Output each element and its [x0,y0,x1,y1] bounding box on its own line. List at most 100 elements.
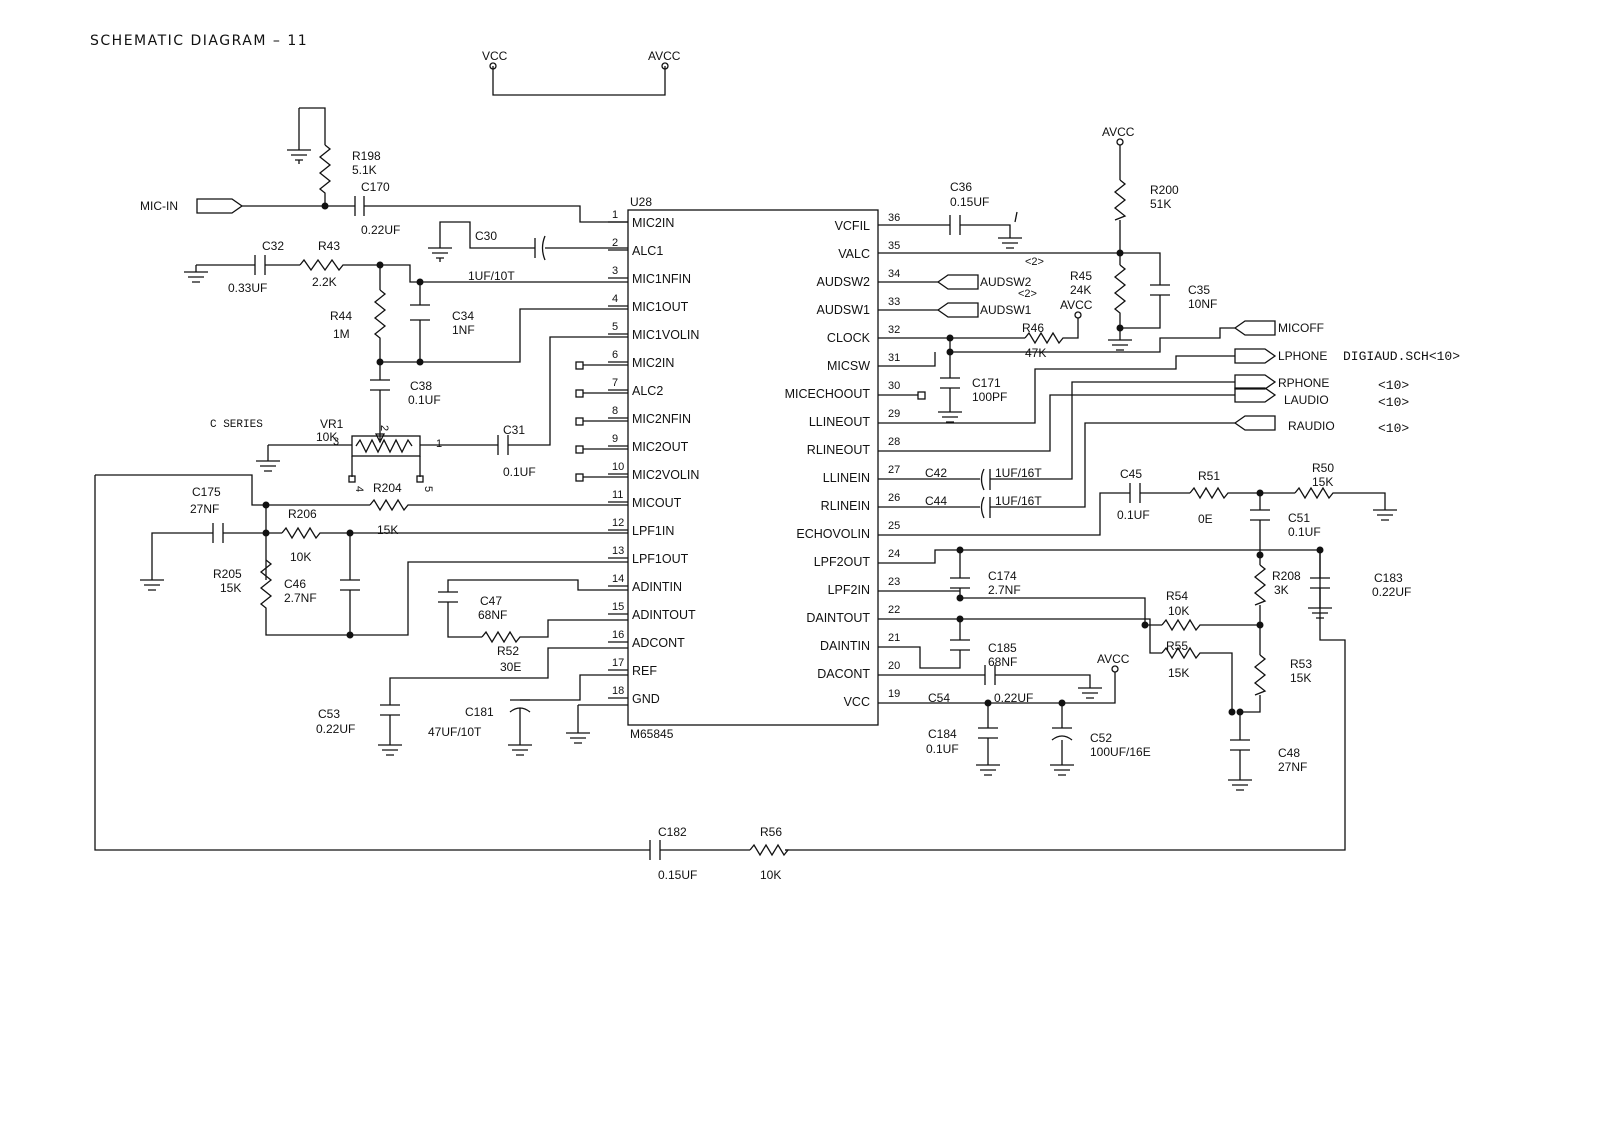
svg-text:0.1UF: 0.1UF [408,393,441,407]
svg-text:0.1UF: 0.1UF [1288,525,1321,539]
power-avcc-top: AVCC [648,49,681,70]
svg-text:27NF: 27NF [190,502,219,516]
capacitor-c42: C42 1UF/16T [925,466,1042,491]
pin-name: MIC2VOLIN [632,468,699,482]
svg-text:C47: C47 [480,594,502,608]
svg-text:30E: 30E [500,660,521,674]
ic-ref: U28 [630,195,652,209]
wires [94,66,1386,851]
connector-lphone: LPHONE DIGIAUD.SCH<10> [1234,348,1460,364]
svg-text:C185: C185 [988,641,1017,655]
pin-name: LPF1OUT [632,552,689,566]
pin-name: DACONT [817,667,870,681]
svg-text:DIGIAUD.SCH<10>: DIGIAUD.SCH<10> [1343,349,1460,364]
connector-laudio: LAUDIO <10> [1234,387,1409,410]
svg-text:0.1UF: 0.1UF [503,465,536,479]
svg-text:<10>: <10> [1378,378,1409,393]
svg-text:C181: C181 [465,705,494,719]
capacitor-c38: C38 0.1UF [370,379,441,407]
pin-name: ADCONT [632,636,685,650]
svg-text:0.15UF: 0.15UF [950,195,989,209]
svg-text:3: 3 [333,436,339,448]
page-title: SCHEMATIC DIAGRAM – 11 [90,33,308,49]
svg-text:C52: C52 [1090,731,1112,745]
ic-part: M65845 [630,727,674,741]
pin-number: 3 [612,265,618,277]
pin-number: 6 [612,349,618,361]
pin-name: CLOCK [827,331,871,345]
capacitor-c46: C46 2.7NF [284,577,360,605]
pin-number: 18 [612,685,624,697]
pin-number: 7 [612,377,618,389]
pin-number: 29 [888,408,900,420]
ic-right-pins: 36VCFIL35VALC34AUDSW233AUDSW132CLOCK31MI… [785,212,901,709]
svg-text:LPHONE: LPHONE [1278,349,1327,363]
svg-text:2.7NF: 2.7NF [988,583,1021,597]
resistor-r44: R44 1M [330,289,387,345]
pin-name: DAINTOUT [806,611,870,625]
svg-text:2.7NF: 2.7NF [284,591,317,605]
pin-number: 22 [888,604,900,616]
power-avcc-r200: AVCC [1102,125,1135,146]
capacitor-c183: C183 0.22UF [1310,571,1411,599]
pin-name: REF [632,664,657,678]
capacitor-c170: C170 0.22UF [354,180,400,237]
capacitor-c31: C31 0.1UF [497,423,536,479]
pin-name: MIC2OUT [632,440,689,454]
svg-text:51K: 51K [1150,197,1171,211]
svg-text:4: 4 [353,486,365,492]
capacitor-c51: C51 0.1UF [1250,509,1321,539]
capacitor-c54: C54 0.22UF [928,665,1033,705]
resistor-r200: R200 51K [1113,179,1179,221]
nc-markers [575,361,926,482]
pin-number: 15 [612,601,624,613]
capacitor-c44: C44 1UF/16T [925,494,1042,519]
svg-text:2.2K: 2.2K [312,275,337,289]
capacitor-c30: C30 1UF/10T [468,229,546,283]
junctions [262,202,1324,716]
resistor-r198: R198 5.1K [318,144,381,195]
capacitor-c171: C171 100PF [940,376,1007,404]
ic-u28: U28 M65845 1MIC2IN2ALC13MIC1NFIN4MIC1OUT… [608,195,900,741]
svg-text:C51: C51 [1288,511,1310,525]
capacitor-c36: C36 0.15UF [949,180,1018,235]
svg-text:1: 1 [436,438,442,450]
pin-number: 1 [612,209,618,221]
resistor-r50: R50 15K [1294,461,1337,500]
pin-name: AUDSW1 [817,303,871,317]
pin-name: MIC2IN [632,216,674,230]
power-avcc-vcc: AVCC [1097,652,1130,673]
connector-audsw2: AUDSW2 <2> [936,256,1044,290]
svg-text:R55: R55 [1166,639,1188,653]
svg-text:R46: R46 [1022,321,1044,335]
pin-name: AUDSW2 [817,275,871,289]
pin-name: MIC2NFIN [632,412,691,426]
pin-name: LLINEOUT [809,415,870,429]
svg-text:C31: C31 [503,423,525,437]
svg-text:C30: C30 [475,229,497,243]
svg-text:AUDSW1: AUDSW1 [980,303,1032,317]
svg-text:0.1UF: 0.1UF [1117,508,1150,522]
pin-number: 21 [888,632,900,644]
svg-text:MICOFF: MICOFF [1278,321,1324,335]
connector-raudio: RAUDIO <10> [1233,415,1409,436]
pin-name: ALC1 [632,244,663,258]
